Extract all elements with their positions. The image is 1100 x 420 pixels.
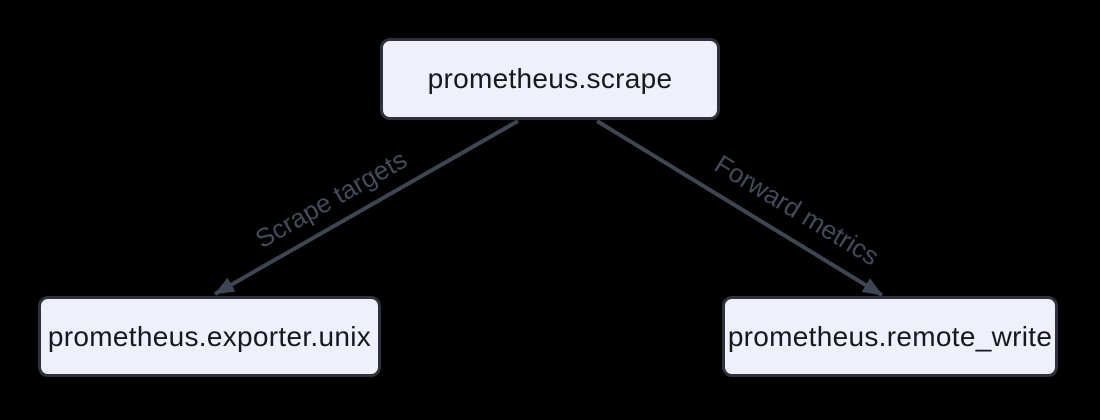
node-prometheus-exporter-unix: prometheus.exporter.unix [38,296,381,377]
node-prometheus-remote-write: prometheus.remote_write [722,296,1058,377]
edge-label-scrape-targets: Scrape targets [250,144,412,254]
edge-scrape-to-remote-write [595,119,884,297]
edge-label-forward-metrics: Forward metrics [710,149,885,272]
node-prometheus-scrape-label: prometheus.scrape [427,63,673,94]
node-prometheus-scrape: prometheus.scrape [380,38,720,120]
node-prometheus-remote-write-label: prometheus.remote_write [727,320,1053,352]
edge-scrape-to-exporter-unix [214,119,519,296]
node-prometheus-exporter-unix-label: prometheus.exporter.unix [47,320,372,352]
